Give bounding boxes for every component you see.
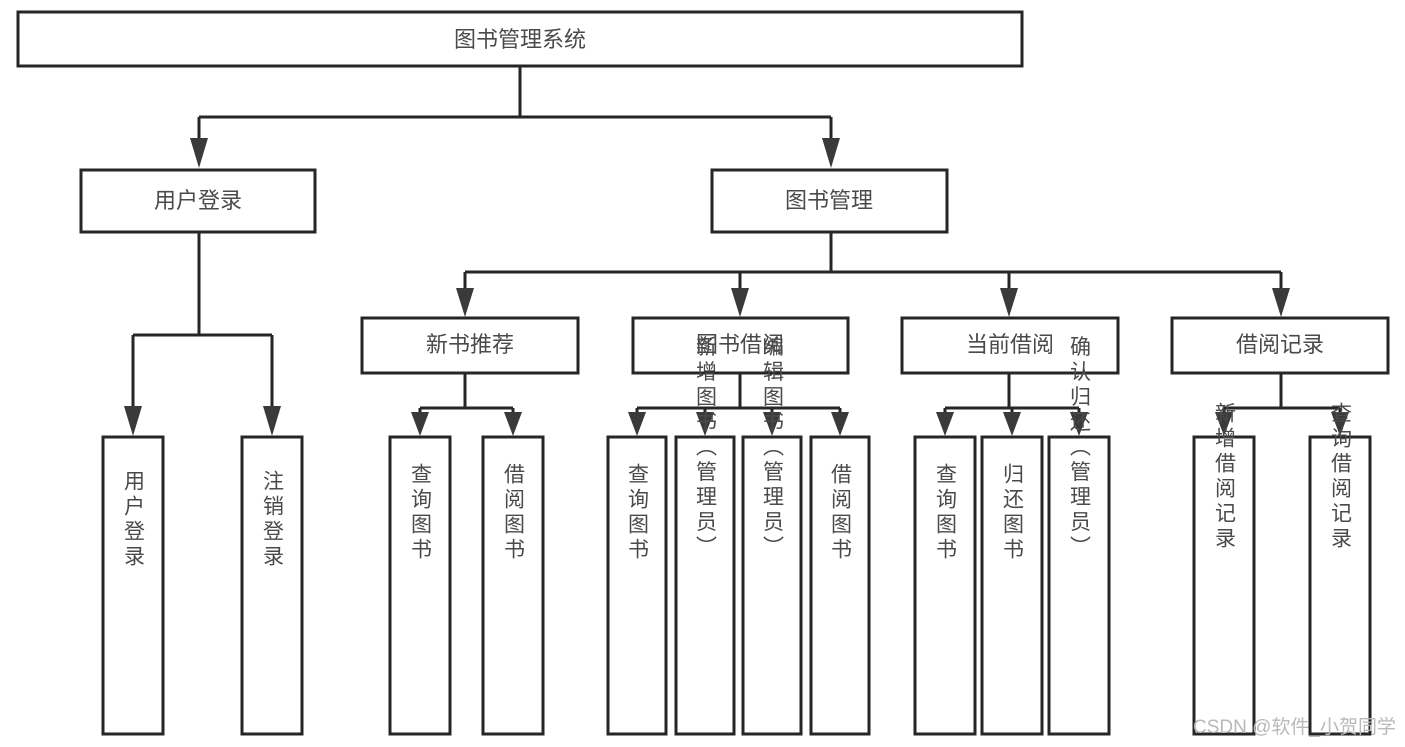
node-root[interactable]: 图书管理系统 xyxy=(16,10,1024,68)
connector-group-user-login xyxy=(124,232,281,436)
arrow-head-icon xyxy=(1000,288,1018,317)
node-new-book-recommend-box[interactable] xyxy=(360,316,580,375)
node-leaf-borrow-book-1-box[interactable] xyxy=(481,435,545,736)
node-current-borrow[interactable]: 当前借阅 xyxy=(900,316,1120,375)
node-leaf-add-record-label: 新增借阅记录 xyxy=(1213,402,1237,552)
node-leaf-query-book-3-label: 查询图书 xyxy=(934,463,958,563)
node-root-box[interactable] xyxy=(16,10,1024,68)
node-leaf-borrow-book-1[interactable]: 借阅图书 xyxy=(481,435,545,736)
node-new-book-recommend-label: 新书推荐 xyxy=(426,332,514,357)
node-current-borrow-box[interactable] xyxy=(900,316,1120,375)
node-book-borrow-box[interactable] xyxy=(631,316,850,375)
node-leaf-edit-book-label: 编辑图书（管理员） xyxy=(761,336,785,561)
node-book-manage-label: 图书管理 xyxy=(785,188,873,213)
node-leaf-edit-book-box[interactable] xyxy=(741,435,803,736)
node-leaf-return-book-label: 归还图书 xyxy=(1001,463,1025,563)
node-leaf-confirm-return-label: 确认归还（管理员） xyxy=(1068,336,1092,561)
arrow-head-icon xyxy=(763,412,781,436)
node-leaf-query-book-1-box[interactable] xyxy=(388,435,452,736)
node-user-login-label: 用户登录 xyxy=(154,188,242,213)
node-leaf-query-book-1[interactable]: 查询图书 xyxy=(388,435,452,736)
node-leaf-add-record[interactable]: 新增借阅记录 xyxy=(1192,402,1256,736)
arrow-head-icon xyxy=(504,412,522,436)
node-leaf-confirm-return-box[interactable] xyxy=(1047,435,1111,736)
arrow-head-icon xyxy=(696,412,714,436)
node-leaf-borrow-book-2-box[interactable] xyxy=(809,435,871,736)
node-leaf-user-logout-label: 注销登录 xyxy=(261,470,285,570)
arrow-head-icon xyxy=(456,288,474,317)
node-leaf-borrow-book-2[interactable]: 借阅图书 xyxy=(809,435,871,736)
arrow-head-icon xyxy=(1272,288,1290,317)
arrow-head-icon xyxy=(822,138,840,168)
node-leaf-query-record-label: 查询借阅记录 xyxy=(1329,402,1353,552)
node-leaf-confirm-return[interactable]: 确认归还（管理员） xyxy=(1047,336,1111,736)
arrow-head-icon xyxy=(1070,412,1088,436)
connector-group-current-borrow xyxy=(936,373,1088,436)
connector-group-new-book-recommend xyxy=(411,373,522,436)
connector-group-borrow-record xyxy=(1215,373,1349,436)
node-current-borrow-label: 当前借阅 xyxy=(966,332,1054,357)
node-new-book-recommend[interactable]: 新书推荐 xyxy=(360,316,580,375)
node-borrow-record-box[interactable] xyxy=(1170,316,1390,375)
node-leaf-query-record-box[interactable] xyxy=(1308,435,1372,736)
node-leaf-add-record-box[interactable] xyxy=(1192,435,1256,736)
connector-group-root xyxy=(190,66,840,168)
node-leaf-user-login-box[interactable] xyxy=(101,435,165,736)
node-book-manage-box[interactable] xyxy=(710,168,949,234)
node-leaf-add-book[interactable]: 新增图书（管理员） xyxy=(674,336,736,736)
arrow-head-icon xyxy=(411,412,429,436)
node-leaf-user-logout[interactable]: 注销登录 xyxy=(240,435,304,736)
node-leaf-query-book-3-box[interactable] xyxy=(913,435,977,736)
node-book-borrow-label: 图书借阅 xyxy=(696,332,784,357)
arrow-head-icon xyxy=(936,412,954,436)
node-leaf-borrow-book-2-label: 借阅图书 xyxy=(829,463,853,563)
node-leaf-user-login-label: 用户登录 xyxy=(122,470,146,570)
node-leaf-add-book-box[interactable] xyxy=(674,435,736,736)
arrow-head-icon xyxy=(190,138,208,168)
node-leaf-query-book-1-label: 查询图书 xyxy=(409,463,433,563)
node-leaf-edit-book[interactable]: 编辑图书（管理员） xyxy=(741,336,803,736)
node-leaf-query-record[interactable]: 查询借阅记录 xyxy=(1308,402,1372,736)
connector-group-book-borrow xyxy=(628,373,849,436)
node-leaf-query-book-2-label: 查询图书 xyxy=(626,463,650,563)
node-leaf-query-book-3[interactable]: 查询图书 xyxy=(913,435,977,736)
csdn-watermark: CSDN @软件_小贺同学 xyxy=(1193,716,1396,738)
node-user-login[interactable]: 用户登录 xyxy=(79,168,317,234)
node-user-login-box[interactable] xyxy=(79,168,317,234)
node-leaf-borrow-book-1-label: 借阅图书 xyxy=(502,463,526,563)
node-leaf-add-book-label: 新增图书（管理员） xyxy=(694,336,718,561)
arrow-head-icon xyxy=(1331,412,1349,436)
arrow-head-icon xyxy=(628,412,646,436)
arrow-head-icon xyxy=(731,288,749,317)
connector-group-book-manage xyxy=(456,232,1290,317)
node-book-manage[interactable]: 图书管理 xyxy=(710,168,949,234)
arrow-head-icon xyxy=(124,406,142,436)
node-leaf-query-book-2-box[interactable] xyxy=(606,435,668,736)
arrow-head-icon xyxy=(831,412,849,436)
node-borrow-record[interactable]: 借阅记录 xyxy=(1170,316,1390,375)
arrow-head-icon xyxy=(1003,412,1021,436)
node-leaf-query-book-2[interactable]: 查询图书 xyxy=(606,435,668,736)
arrow-head-icon xyxy=(1215,412,1233,436)
node-root-label: 图书管理系统 xyxy=(454,27,586,52)
node-leaf-return-book[interactable]: 归还图书 xyxy=(980,435,1044,736)
node-leaf-return-book-box[interactable] xyxy=(980,435,1044,736)
node-leaf-user-login[interactable]: 用户登录 xyxy=(101,435,165,736)
node-borrow-record-label: 借阅记录 xyxy=(1236,332,1324,357)
arrow-head-icon xyxy=(263,406,281,436)
node-leaf-user-logout-box[interactable] xyxy=(240,435,304,736)
node-book-borrow[interactable]: 图书借阅 xyxy=(631,316,850,375)
